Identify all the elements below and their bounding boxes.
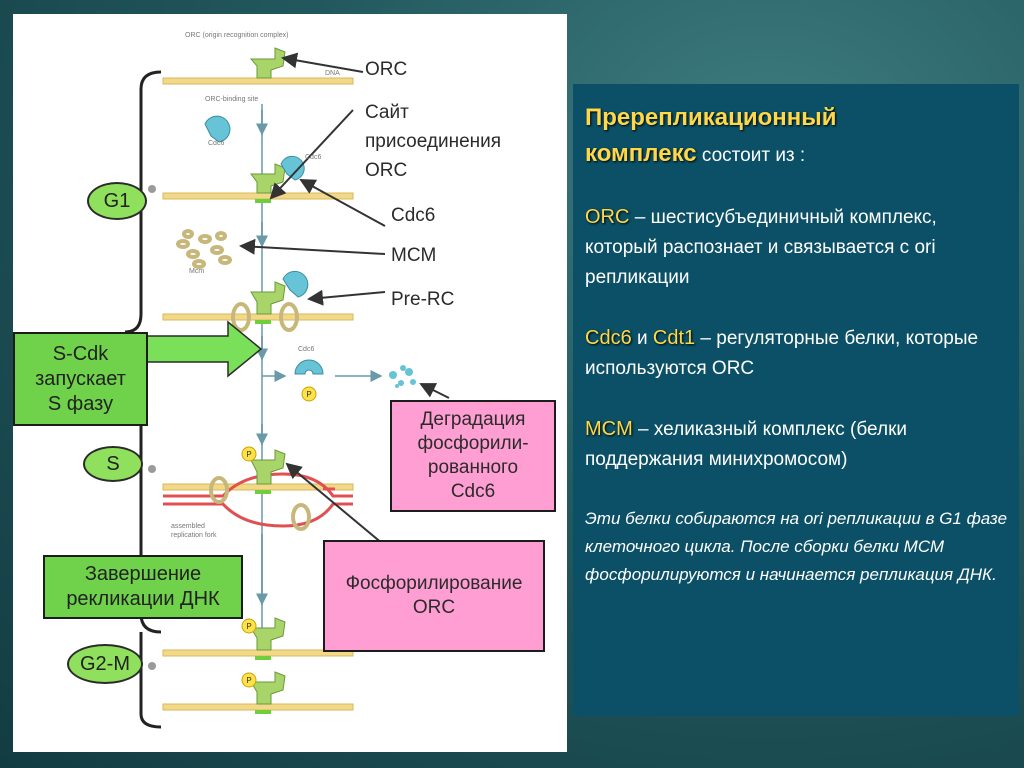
s-cdk-arrow (145, 320, 263, 378)
label-cdc6: Cdc6 (391, 205, 436, 226)
s-cdk-box: S-Cdk запускает S фазу (13, 332, 148, 426)
pointer-arrows (239, 52, 450, 555)
cdc6-term: Cdc6 (585, 327, 632, 349)
title-line-1: Пререпликационный (585, 104, 837, 131)
phosphorylation-box: Фосфорилирование ORC (323, 540, 545, 652)
and-word: и (631, 328, 653, 349)
phase-s: S (83, 446, 143, 482)
orc-paragraph: ORC – шестисубъединичный комплекс, котор… (585, 202, 1009, 293)
cdc6-shapes (204, 115, 324, 375)
orc-term: ORC (585, 206, 630, 228)
orc-site-marks (255, 199, 271, 714)
cdc-description: – регуляторные белки, которые используют… (585, 328, 979, 379)
flow-arrows (256, 110, 383, 606)
label-pre-rc: Pre-RC (391, 289, 455, 310)
phase-g2m: G2-M (67, 644, 143, 684)
tiny-binding-site: ORC-binding site (205, 96, 259, 103)
description-panel: Пререпликационный комплекс состоит из : … (573, 84, 1019, 716)
phosphate-markers: P P P P (241, 386, 317, 688)
tiny-fork: assembled replication fork (171, 523, 217, 539)
replication-bubble (163, 472, 353, 528)
cdc6-fragments (389, 365, 416, 388)
title-rest: состоит из : (696, 145, 806, 166)
mcm-paragraph: MCM – хеликазный комплекс (белки поддерж… (585, 414, 1009, 475)
tiny-cdc6-b: Cdc6 (305, 154, 322, 161)
phosphate-label-3: P (246, 622, 251, 631)
tiny-dna: DNA (325, 70, 340, 77)
cell-cycle-diagram: P P P P (124, 47, 450, 729)
label-mcm: MCM (391, 245, 437, 266)
cdt1-term: Cdt1 (652, 327, 696, 349)
mcm-term: MCM (585, 418, 633, 440)
completion-box: Завершение рекликации ДНК (43, 555, 243, 619)
phase-g1: G1 (87, 182, 147, 220)
diagram-panel: P P P P (13, 14, 567, 752)
orc-shapes (249, 47, 286, 705)
cdc-paragraph: Cdc6 и Cdt1 – регуляторные белки, которы… (585, 323, 1009, 384)
label-orc-site: Сайт присоединения ORC (365, 102, 502, 181)
assembly-note: Эти белки собираются на ori репликации в… (585, 509, 1008, 584)
phase-dots (148, 185, 156, 670)
panel-title: Пререпликационный комплекс состоит из : (585, 100, 1009, 172)
mcm-rings (176, 229, 311, 531)
tiny-mcm: Mcm (189, 268, 205, 275)
phosphate-label-2: P (246, 450, 251, 459)
title-line-2: комплекс (585, 140, 697, 167)
phosphate-label-1: P (306, 390, 311, 399)
label-orc: ORC (365, 59, 408, 80)
tiny-orc-full: ORC (origin recognition complex) (185, 32, 289, 39)
tiny-cdc6-a: Cdc6 (208, 140, 225, 147)
mcm-description: – хеликазный комплекс (белки поддержания… (585, 419, 907, 470)
tiny-cdc6-c: Cdc6 (298, 346, 315, 353)
degradation-box: Деградация фосфорили- рованного Cdc6 (390, 400, 556, 512)
orc-description: – шестисубъединичный комплекс, который р… (585, 207, 937, 288)
phosphate-label-4: P (246, 676, 251, 685)
